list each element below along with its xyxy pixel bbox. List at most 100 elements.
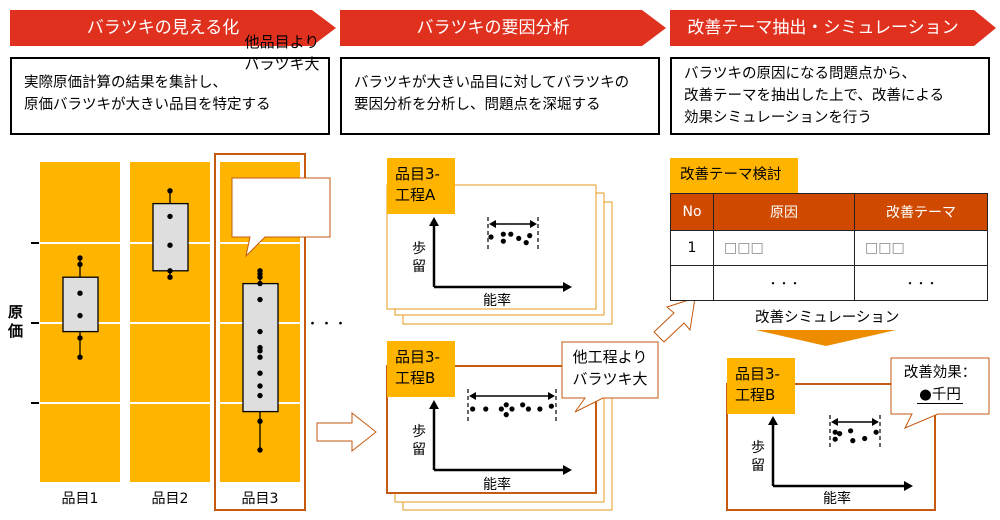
step3-banner [670, 10, 996, 46]
data-point [837, 431, 843, 437]
table-row: ・・・ ・・・ [670, 265, 988, 301]
box [62, 276, 99, 333]
simulation-process-label: 品目3- 工程B [727, 358, 795, 414]
callout-bubble [231, 177, 331, 258]
data-point [503, 402, 509, 408]
step1-title: バラツキの見える化 [86, 18, 240, 38]
data-point [470, 406, 476, 412]
data-point [167, 242, 173, 248]
data-point [850, 438, 856, 444]
range-arrowhead [530, 220, 537, 228]
box [152, 202, 189, 272]
data-point [257, 280, 263, 287]
step3-title: 改善テーマ抽出・シミュレーション [687, 18, 959, 38]
step2-description: バラツキが大きい品目に対してバラツキの 要因分析を分析し、問題点を深堀する [340, 57, 660, 135]
label-line: 品目3- [395, 348, 440, 366]
data-point [257, 383, 263, 389]
x-axis-arrowhead [563, 465, 572, 475]
item-label: 品目2 [151, 491, 189, 507]
data-point [500, 231, 506, 237]
data-point [537, 406, 543, 412]
theme-table: No 原因 改善テーマ 1 □□□ □□□ ・・・ ・・・ [670, 193, 988, 301]
step1-banner [10, 10, 336, 46]
data-point [257, 418, 263, 424]
label-line: 工程A [395, 186, 436, 204]
description-line: 要因分析を分析し、問題点を深堀する [354, 97, 601, 113]
process-b-panel [386, 341, 659, 511]
data-point [77, 255, 83, 261]
description-line: バラツキが大きい品目に対してバラツキの [354, 75, 630, 91]
boxplot-callout-text: 他品目より バラツキ大 [234, 31, 330, 75]
process-a-panel [386, 184, 613, 325]
label-line: 品目3- [735, 365, 780, 383]
right-arrow-icon [316, 411, 377, 453]
data-point [167, 213, 173, 220]
range-arrowhead [548, 392, 555, 400]
callout-line: バラツキ大 [572, 370, 648, 388]
data-point [527, 233, 533, 239]
data-point [488, 234, 494, 240]
data-point [548, 403, 554, 409]
description-line: 原価バラツキが大きい品目を特定する [24, 97, 271, 113]
data-point [516, 235, 522, 241]
data-point [167, 188, 173, 194]
description-line: 効果シミュレーションを行う [684, 110, 872, 126]
process-b-x-label: 能率 [483, 477, 511, 493]
banner-shapes [10, 10, 996, 46]
data-point [508, 231, 514, 237]
y-axis-arrowhead [768, 416, 778, 425]
range-arrowhead [872, 418, 879, 426]
callout-line: 他工程より [572, 348, 648, 366]
data-point [257, 392, 263, 399]
data-point [257, 348, 263, 354]
y-axis-arrowhead [429, 217, 439, 226]
down-arrow-icon [756, 330, 896, 346]
table-row: 1 □□□ □□□ [670, 230, 988, 266]
data-point [503, 412, 509, 418]
step3-description: バラツキの原因になる問題点から、 改善テーマを抽出した上で、改善による 効果シミ… [670, 57, 990, 135]
y-axis-arrowhead [429, 400, 439, 409]
data-point [77, 312, 83, 319]
data-point [257, 296, 263, 303]
callout-bubble [561, 341, 659, 413]
data-point [257, 447, 263, 453]
column-header: No [670, 193, 714, 231]
range-arrowhead [831, 418, 838, 426]
data-point [77, 290, 83, 296]
theme-table-label: 改善テーマ検討 [670, 158, 798, 193]
data-point [257, 328, 263, 335]
process-a-y-label: 歩留 [412, 241, 426, 275]
items-ellipsis: ・・・ [306, 317, 349, 332]
step2-banner [340, 10, 666, 46]
step1-description: 実際原価計算の結果を集計し、 原価バラツキが大きい品目を特定する [10, 57, 330, 135]
callout-line: バラツキ大 [244, 55, 320, 73]
data-point [873, 429, 879, 435]
simulation-y-label: 歩留 [751, 440, 765, 474]
range-arrowhead [469, 392, 476, 400]
process-b-callout-text: 他工程より バラツキ大 [562, 346, 658, 390]
table-header-row: No 原因 改善テーマ [670, 193, 988, 231]
data-point [500, 238, 506, 244]
table-cell: □□□ [713, 230, 855, 266]
process-b-label: 品目3- 工程B [387, 341, 455, 397]
description-line: 改善テーマを抽出した上で、改善による [684, 88, 944, 104]
callout-line: 他品目より [244, 33, 320, 51]
process-b-y-label: 歩留 [412, 424, 426, 458]
process-a-x-label: 能率 [483, 293, 511, 309]
item-label: 品目1 [61, 491, 99, 507]
column-header: 原因 [713, 193, 855, 231]
data-point [483, 406, 489, 412]
range-arrowhead [489, 220, 496, 228]
data-point [498, 406, 504, 412]
table-cell: ・・・ [713, 265, 855, 301]
simulation-panel [726, 357, 990, 511]
data-point [509, 406, 515, 412]
column-header: 改善テーマ [854, 193, 988, 231]
description-line: バラツキの原因になる問題点から、 [684, 66, 916, 82]
data-point [77, 335, 83, 341]
table-cell [670, 265, 714, 301]
process-a-label: 品目3- 工程A [387, 158, 455, 214]
highlight-frame [214, 153, 306, 511]
data-point [848, 428, 854, 434]
callout-bubble [890, 357, 990, 429]
